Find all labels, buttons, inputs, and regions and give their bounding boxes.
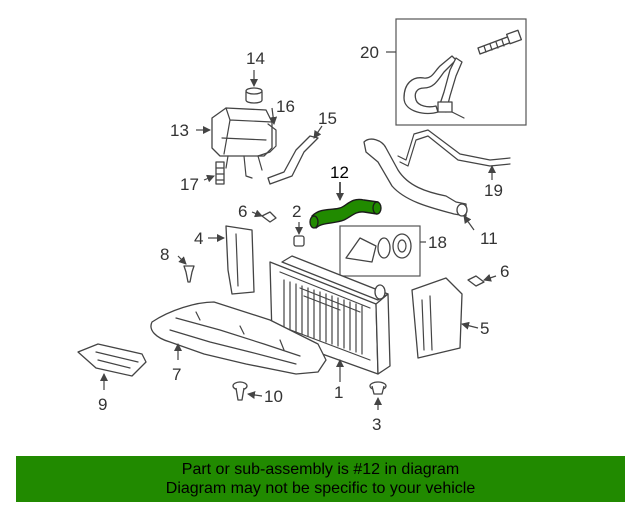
part-6-bolt-upper [251, 209, 277, 223]
callout-14: 14 [246, 49, 265, 68]
callout-6-lower: 6 [500, 262, 509, 281]
part-11-lower-radiator-hose [363, 138, 475, 231]
part-16-overflow-hose [257, 107, 278, 157]
callout-9: 9 [98, 395, 107, 414]
callout-18: 18 [428, 233, 447, 252]
notice-line-disclaimer: Diagram may not be specific to your vehi… [165, 480, 476, 497]
part-14-reservoir-cap [245, 70, 263, 104]
part-2-clip [293, 222, 305, 247]
callout-16: 16 [276, 97, 295, 116]
notice-line-part: Part or sub-assembly is #12 in diagram [181, 461, 460, 478]
part-17-bolt [203, 161, 225, 185]
part-5-right-air-baffle [411, 277, 479, 359]
callout-1: 1 [334, 383, 343, 402]
callout-13: 13 [170, 121, 189, 140]
callout-8: 8 [160, 245, 169, 264]
part-13-coolant-reservoir [196, 107, 273, 179]
part-3-grommet [369, 381, 387, 410]
callout-4: 4 [194, 229, 203, 248]
part-9-air-deflector [77, 343, 147, 390]
callout-5: 5 [480, 319, 489, 338]
callout-6-upper: 6 [238, 202, 247, 221]
part-12-upper-radiator-hose [309, 182, 382, 229]
part-19-transmission-cooler-line [397, 129, 511, 180]
callout-11: 11 [480, 229, 498, 248]
part-4-left-air-baffle [208, 225, 255, 295]
callout-15: 15 [318, 109, 337, 128]
diagram-notice-banner: Part or sub-assembly is #12 in diagram D… [16, 456, 625, 502]
callout-19: 19 [484, 181, 503, 200]
callout-12: 12 [330, 163, 349, 182]
parts-diagram: 20 14 16 15 13 17 12 19 6 2 11 4 18 8 6 … [77, 18, 527, 434]
callout-17: 17 [180, 175, 199, 194]
part-10-push-pin [232, 381, 263, 401]
callout-2: 2 [292, 202, 301, 221]
part-7-lower-deflector [150, 301, 327, 375]
callout-7: 7 [172, 365, 181, 384]
part-20-hose-kit [386, 18, 527, 126]
callout-10: 10 [264, 387, 283, 406]
part-15-hose [267, 125, 323, 185]
part-18-seal-kit [339, 225, 426, 277]
callout-3: 3 [372, 415, 381, 434]
callout-20: 20 [360, 43, 379, 62]
part-1-radiator [269, 255, 391, 382]
part-8-push-pin [177, 255, 195, 283]
part-6-bolt-lower [467, 273, 497, 287]
